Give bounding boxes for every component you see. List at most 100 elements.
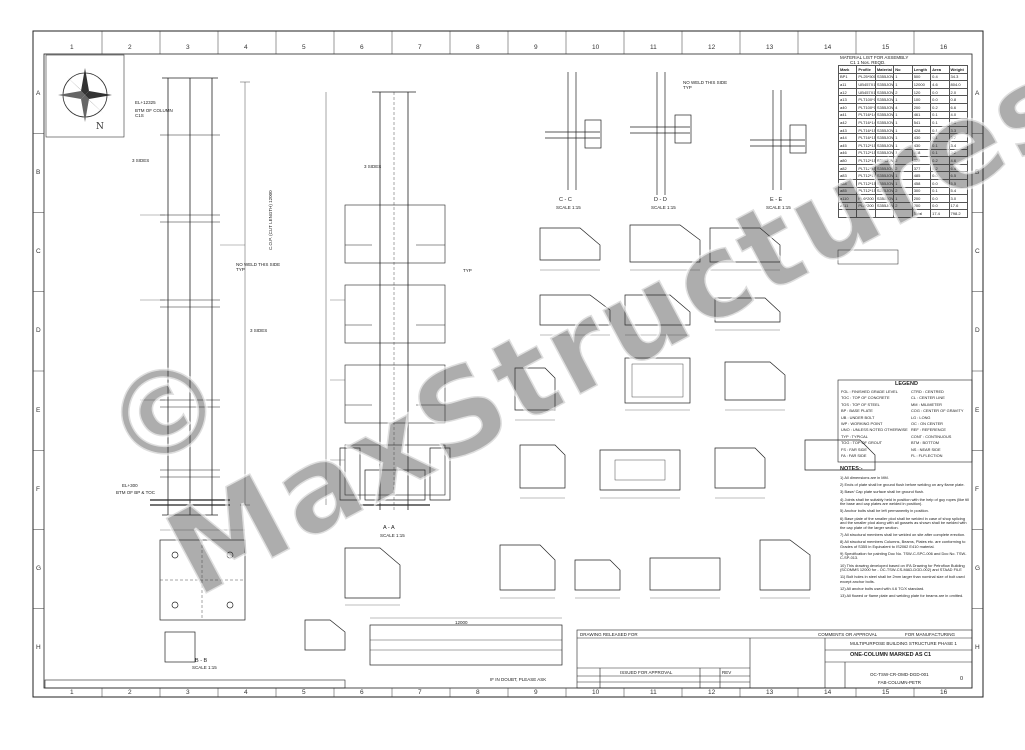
- material-cell: S355JOWA: [874, 156, 895, 165]
- legend-entry: TOG : TOP OF GROUT: [841, 440, 883, 446]
- grid-col-9: 9: [534, 44, 538, 51]
- grid-col-bottom-1: 1: [70, 689, 74, 696]
- material-cell: UB457X191X67: [856, 80, 876, 89]
- grid-row-F: F: [36, 485, 40, 493]
- material-cell: S355JOWA: [874, 186, 895, 196]
- section-ee-title: E - E: [770, 197, 783, 203]
- legend-entry: NS : NEAR SIDE: [911, 446, 941, 452]
- grid-col-14: 14: [824, 44, 832, 51]
- material-cell: 1: [893, 194, 913, 203]
- material-cell: 0.0: [930, 178, 950, 188]
- grid-row-B: B: [36, 168, 41, 176]
- material-cell: 1: [893, 171, 913, 180]
- grid-col-10: 10: [592, 44, 600, 51]
- grid-row-G: G: [36, 565, 42, 573]
- material-cell: PL6*200: [856, 201, 876, 211]
- material-cell: 3.2: [948, 148, 969, 158]
- grid-ticks: [33, 31, 983, 697]
- material-cell: PLT100*100: [856, 102, 876, 112]
- btm-bp-label: BTM OF BP & TOC: [116, 490, 156, 495]
- legend-entry: OC : ON CENTER: [911, 420, 943, 426]
- material-cell: PLT16*148: [856, 118, 876, 127]
- grid-col-bottom-16: 16: [940, 689, 948, 696]
- el-bottom-label: EL+300: [122, 483, 138, 488]
- material-cell: 0.1: [930, 118, 950, 127]
- material-cell: 4.6: [948, 156, 969, 165]
- material-cell: S355JOWA: [874, 125, 895, 135]
- material-cell: 1: [893, 148, 913, 158]
- material-cell: 1: [893, 95, 913, 104]
- material-cell: a45: [837, 140, 858, 150]
- material-cell: 0.4: [930, 72, 950, 82]
- legend-entry: CTRD : CENTRED: [911, 389, 944, 394]
- grid-col-7: 7: [418, 44, 422, 51]
- legend-title: LEGEND: [895, 381, 918, 387]
- material-cell: a80: [837, 156, 858, 165]
- grid-row-H: H: [36, 644, 41, 652]
- note-item: 11) Bolt holes in steel shall be 2mm lar…: [840, 574, 965, 585]
- section-dd-drawing: [630, 72, 692, 195]
- typ-note: TYP: [463, 268, 472, 273]
- material-cell: S355JOWA: [874, 87, 895, 97]
- material-cell: 2: [893, 201, 913, 211]
- material-cell: 0.1: [930, 133, 950, 142]
- grid-col-1: 1: [70, 44, 74, 51]
- legend-row: FGL : FINISHED GRADE LEVEL CTRD : CENTRED: [841, 389, 971, 395]
- btm-column-label: BTM OF COLUMN C1S: [135, 108, 173, 118]
- legend-entry: TYP : TYPICAL: [841, 433, 868, 439]
- material-header-cell: Weight: [948, 65, 969, 74]
- material-cell: PLT12*150: [856, 171, 876, 180]
- released-for-label: DRAWING RELEASED FOR: [580, 632, 638, 637]
- project-name: MULTIPURPOSE BUILDING STRUCTURE PHASE 1: [850, 641, 957, 646]
- material-list-sub: C1 1 Nos. REQD.: [850, 60, 886, 65]
- grid-col-bottom-8: 8: [476, 689, 480, 696]
- el-top-label: EL+12325: [135, 100, 156, 105]
- material-cell: PLT100*100: [856, 95, 876, 104]
- material-cell: PLT16*148: [856, 110, 876, 120]
- material-cell: 804.0: [948, 80, 969, 89]
- section-aa-title: A - A: [383, 525, 395, 531]
- small-info-box: [837, 249, 899, 265]
- bottom-details: [159, 447, 811, 666]
- material-cell: S355JOWA: [874, 194, 895, 203]
- material-cell: Total: [911, 209, 932, 218]
- section-ee-drawing: [750, 90, 807, 190]
- grid-col-bottom-4: 4: [244, 689, 248, 696]
- dimension-marks: [140, 214, 810, 619]
- grid-col-bottom-11: 11: [650, 689, 657, 696]
- note-item: 1) All dimensions are in MM.: [840, 475, 889, 480]
- material-cell: S355JOWA: [874, 163, 895, 173]
- material-cell: PL25*500: [856, 72, 876, 82]
- material-row: a12UB457X191S355JOWA21200.02.0: [837, 87, 969, 97]
- grid-col-3: 3: [186, 44, 190, 51]
- material-cell: a43: [837, 125, 858, 135]
- material-cell: BP1: [837, 72, 858, 82]
- material-cell: UB457X191: [856, 87, 876, 97]
- material-cell: S355JOWA: [874, 110, 895, 120]
- grid-col-2: 2: [128, 44, 132, 51]
- material-cell: a82: [837, 163, 858, 173]
- grid-col-12: 12: [708, 44, 716, 51]
- legend-entry: FGL : FINISHED GRADE LEVEL: [841, 389, 898, 394]
- legend-entry: BP : BASE PLATE: [841, 408, 873, 414]
- notes-title: NOTES:-: [840, 466, 863, 472]
- material-header-cell: Area: [930, 65, 950, 74]
- section-aa-scale: SCALE 1:15: [380, 533, 405, 538]
- material-cell: 1: [893, 72, 913, 82]
- notes-list: 1) All dimensions are in MM.2) Ends of p…: [840, 475, 970, 602]
- material-cell: a111: [837, 201, 858, 211]
- cut-length-label: C.O.P. (CUT LENGTH) 12000: [268, 190, 273, 250]
- material-cell: 0.1: [930, 125, 950, 135]
- legend-entry: CL : CENTER LINE: [911, 395, 945, 401]
